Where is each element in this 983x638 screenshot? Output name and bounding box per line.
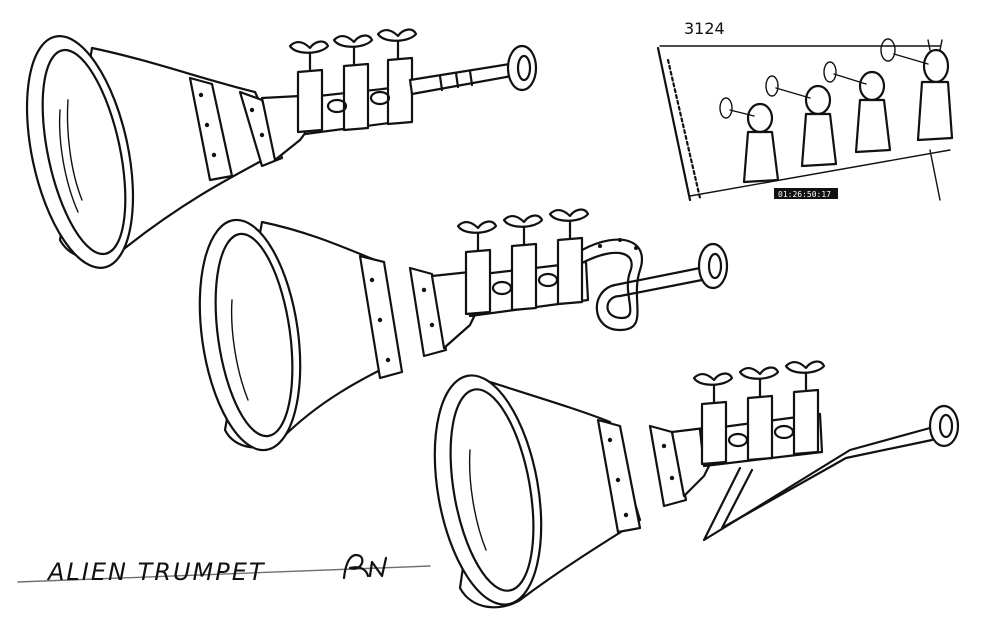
band-member-figure [765, 75, 838, 168]
band-member-figure [880, 38, 954, 142]
band-member-figure [823, 61, 892, 154]
alien-trumpet-drawing-2 [198, 208, 729, 452]
sheet-title-block: ALIEN TRUMPET [17, 553, 431, 586]
alien-trumpet-drawing-1 [25, 28, 538, 269]
storyboard-reference-panel: 3124 01:26:50:17 [656, 19, 954, 202]
alien-trumpet-drawing-3 [433, 360, 960, 609]
timecode: 01:26:50:17 [778, 190, 831, 199]
band-member-figure [719, 97, 780, 184]
timecode-background [774, 188, 838, 199]
scene-number: 3124 [684, 19, 725, 38]
artist-signature [342, 553, 388, 580]
sheet-title: ALIEN TRUMPET [46, 558, 266, 586]
